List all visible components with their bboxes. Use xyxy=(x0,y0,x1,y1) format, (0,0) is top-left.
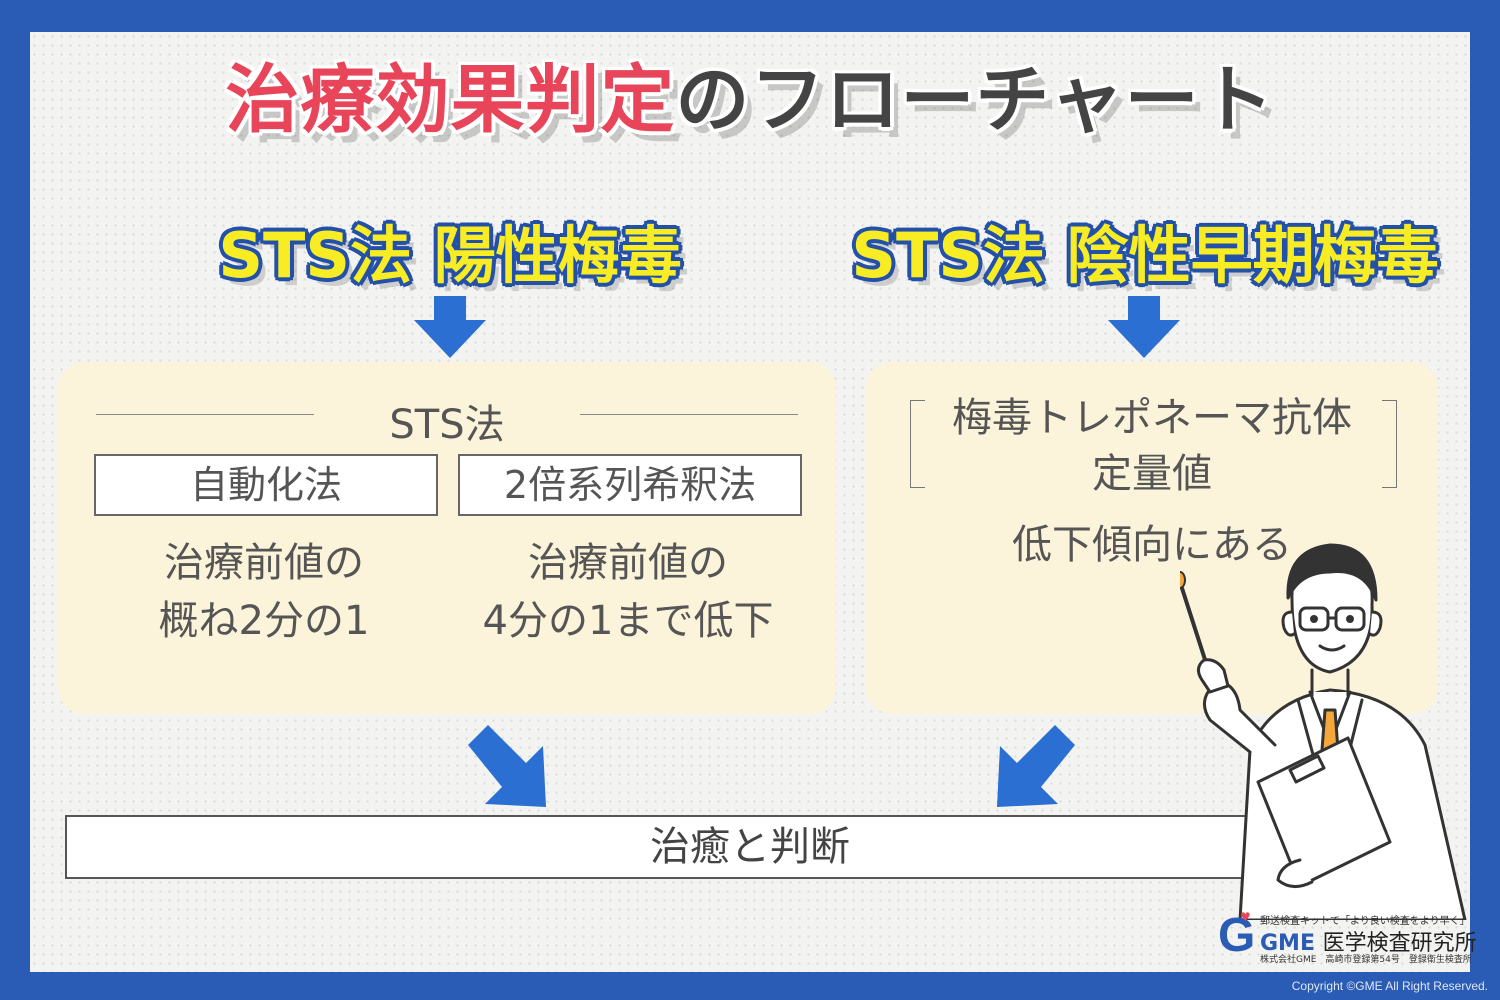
antibody-label: 梅毒トレポネーマ抗体 定量値 xyxy=(906,390,1398,502)
divider-line xyxy=(96,414,314,415)
result-line: 4分の1まで低下 xyxy=(482,598,774,644)
arrow-down-right-icon xyxy=(1108,296,1180,358)
title-rest: のフローチャート xyxy=(675,57,1275,143)
outcome-box: 治癒と判断 xyxy=(65,815,1435,879)
sts-section-label: STS法 xyxy=(389,402,505,448)
result-line: 治療前値の xyxy=(164,540,364,586)
logo-letter: G xyxy=(1218,909,1256,962)
teacher-illustration-icon xyxy=(1180,543,1467,920)
method-result-automated: 治療前値の 概ね2分の1 xyxy=(94,534,434,650)
result-line: 概ね2分の1 xyxy=(158,598,370,644)
method-box-automated: 自動化法 xyxy=(94,454,438,516)
logo-subtext: 株式会社GME 高崎市登録第54号 登録衛生検査所 xyxy=(1260,955,1472,965)
method-result-serial-dilution: 治療前値の 4分の1まで低下 xyxy=(448,534,808,650)
divider-line xyxy=(580,414,798,415)
antibody-line: 定量値 xyxy=(1092,451,1212,497)
bracket-right-icon xyxy=(1382,400,1397,488)
title-highlight: 治療効果判定 xyxy=(225,57,676,143)
arrow-diagonal-right-icon xyxy=(468,725,546,807)
arrow-down-left-icon xyxy=(414,296,486,358)
logo-org-name: 医学検査研究所 xyxy=(1322,931,1477,956)
right-branch-heading: STS法 陰性早期梅毒 xyxy=(851,219,1439,292)
gme-logo: G ♥ 郵送検査キットで「より良い検査をより早く」 GME 医学検査研究所 株式… xyxy=(1218,909,1477,970)
heart-icon: ♥ xyxy=(1240,910,1251,924)
arrow-diagonal-left-icon xyxy=(997,725,1075,807)
left-panel: STS法 自動化法 2倍系列希釈法 治療前値の 概ね2分の1 治療前値の 4分の… xyxy=(58,362,836,714)
logo-brand: GME xyxy=(1260,931,1315,956)
logo-name: GME 医学検査研究所 xyxy=(1260,925,1477,957)
copyright-text: Copyright ©GME All Right Reserved. xyxy=(1291,979,1488,993)
method-box-serial-dilution: 2倍系列希釈法 xyxy=(458,454,802,516)
antibody-line: 梅毒トレポネーマ抗体 xyxy=(952,395,1352,441)
right-result: 低下傾向にある xyxy=(1012,522,1292,568)
left-branch-heading: STS法 陽性梅毒 xyxy=(218,219,682,292)
bracket-left-icon xyxy=(910,400,925,488)
result-line: 治療前値の xyxy=(528,540,728,586)
page-title: 治療効果判定のフローチャート xyxy=(0,40,1500,147)
logo-tagline: 郵送検査キットで「より良い検査をより早く」 xyxy=(1260,916,1470,927)
